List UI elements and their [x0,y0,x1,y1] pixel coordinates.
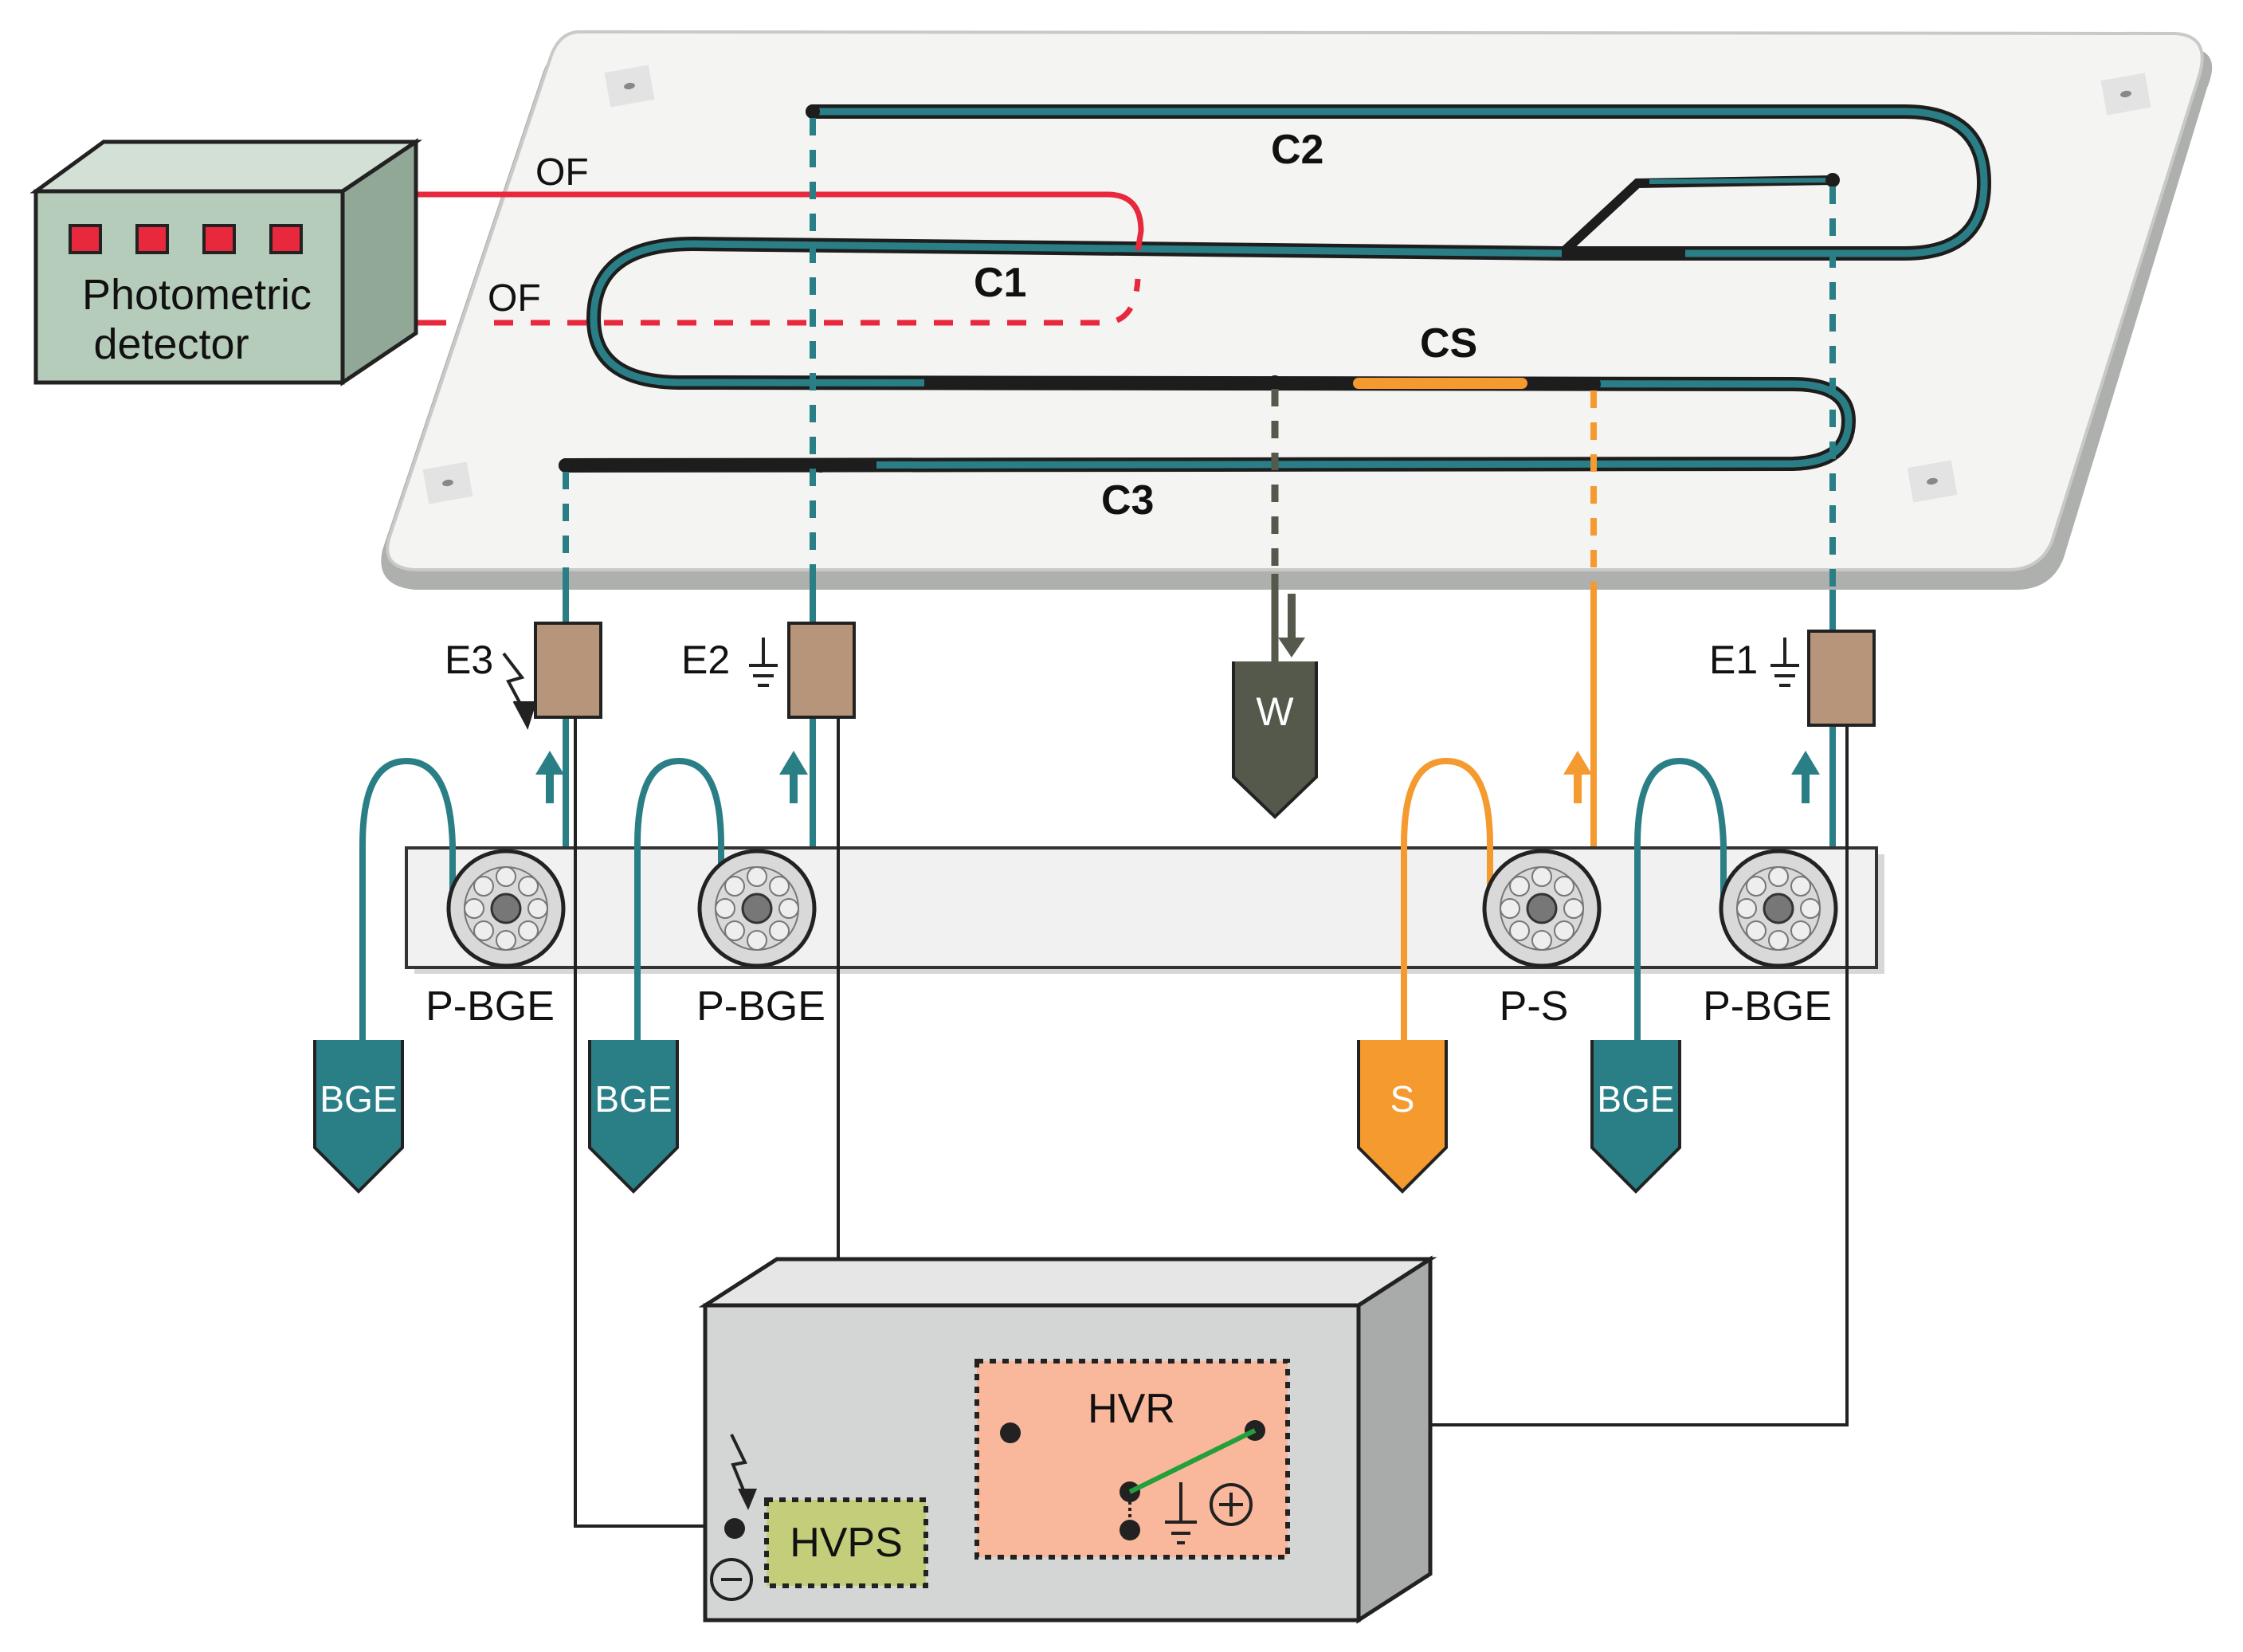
channel-label-c1: C1 [974,260,1026,306]
optical-fiber-1 [373,191,1144,251]
pump-p-s: P-S [1484,851,1599,1030]
channel-cs [923,377,1594,390]
reservoir-bge-1: BGE [313,1040,404,1194]
detector-label-line1: Photometric [82,271,312,319]
indicator-light-icon [69,224,303,254]
flow-arrow-icon [1563,751,1592,775]
hvr-label: HVR [1088,1386,1175,1432]
microfluidic-chip: OF OF C2 C1 CS C3 [365,29,2213,590]
hvps-power-supply: HVPS [764,1497,928,1588]
optical-fiber-label-2: OF [488,277,541,320]
channel-label-c3: C3 [1101,477,1154,524]
photometric-detector: Photometric detector [29,138,423,387]
positive-terminal-icon [1210,1483,1253,1526]
high-voltage-icon [502,652,529,718]
mounting-hole-icon [604,65,655,108]
ground-icon [749,638,778,687]
flow-arrow-icon [1791,751,1820,775]
channel-label-c2: C2 [1271,127,1323,173]
chip-surface [386,29,2204,571]
electrode-e1: E1 [1709,630,1876,727]
reservoir-s: S [1357,1040,1448,1194]
hvps-label: HVPS [790,1520,903,1566]
reservoir-label: BGE [594,1078,672,1120]
reservoir-bge-2: BGE [588,1040,679,1194]
reservoir-label: S [1390,1078,1415,1120]
flow-arrow-icon [779,751,808,775]
channel-c2 [806,104,1992,261]
mounting-hole-icon [422,461,473,504]
optical-fiber-label-1: OF [535,151,589,194]
high-voltage-icon [730,1434,749,1501]
reservoir-label: BGE [1597,1078,1674,1120]
electrode-e3: E3 [445,622,602,730]
ground-icon [1165,1482,1197,1544]
electrode-label-e3: E3 [445,638,493,682]
channel-label-cs: CS [1420,320,1477,367]
ground-icon [1770,638,1799,687]
channel-c1 [559,236,1857,473]
flow-arrow-icon [1278,638,1305,657]
reservoir-label: BGE [320,1078,397,1120]
pump-tubing [359,757,1727,1052]
negative-terminal-icon [710,1558,753,1601]
pump-label: P-BGE [425,983,555,1030]
electrode-label-e2: E2 [681,638,730,682]
electrode-label-e1: E1 [1709,638,1758,682]
pump-p-bge-3: P-BGE [1703,851,1836,1030]
pump-label: P-BGE [696,983,825,1030]
waste-reservoir: W [1232,661,1318,819]
high-voltage-unit: HVR HVPS [698,1255,1437,1624]
pump-label: P-S [1500,983,1569,1030]
pump-label: P-BGE [1703,983,1832,1030]
waste-label: W [1256,689,1294,734]
hvr-relay: HVR [974,1359,1290,1560]
hv-output-terminal [710,1434,757,1601]
mounting-hole-icon [2100,73,2151,116]
channel-junction-dots [559,104,1840,473]
electrode-e2: E2 [681,622,856,719]
detector-label-line2: detector [93,320,249,368]
pump-p-bge-2: P-BGE [696,851,825,1030]
flow-arrow-icon [535,751,564,775]
pump-rail [405,846,1884,974]
reservoir-bge-3: BGE [1590,1040,1681,1194]
relay-switch-icon [1128,1428,1257,1494]
pump-p-bge-1: P-BGE [425,851,563,1030]
mounting-hole-icon [1907,460,1958,503]
